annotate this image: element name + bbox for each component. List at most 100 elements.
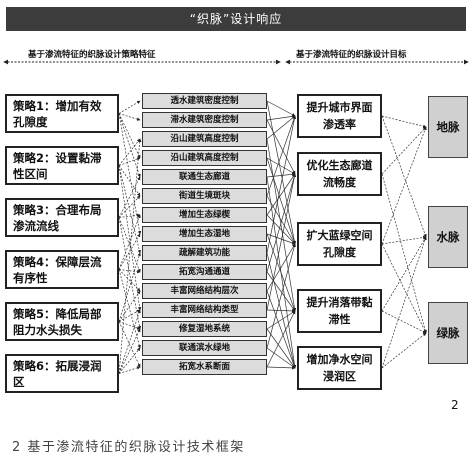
goal-5: 增加净水空间浸润区 [297,346,382,390]
strategy-2: 策略2：设置黏滞性区间 [5,146,119,185]
connector-strategy-4-measure-10 [118,269,141,274]
connector-measure-11-goal-5 [266,290,296,369]
connector-measure-7-goal-2 [266,173,296,216]
header-left: 基于渗流特征的织脉设计策略特征 [28,50,156,60]
diagram-title: “织脉”设计响应 [6,7,466,31]
goal-4: 提升消落带黏滞性 [297,289,382,333]
header-right: 基于渗流特征的织脉设计目标 [296,50,407,60]
connector-strategy-4-measure-7 [118,214,141,270]
connector-goal-3-vein-earth [381,126,427,245]
connector-measure-10-goal-2 [266,173,296,273]
connector-strategy-5-measure-15 [118,321,141,368]
connector-measure-14-goal-3 [266,243,296,349]
connector-strategy-3-measure-10 [118,217,141,273]
connector-strategy-1-measure-5 [118,113,141,178]
measure-12: 丰富网络结构类型 [142,302,267,318]
connector-strategy-1-measure-8 [118,113,142,235]
connector-strategy-6-measure-12 [118,309,141,374]
connector-measure-8-goal-3 [266,233,296,245]
connector-goal-3-vein-water [381,235,427,245]
connector-measure-1-goal-1 [266,100,296,117]
connector-strategy-2-measure-3 [118,138,141,166]
connector-measure-7-goal-3 [266,214,296,245]
connector-goal-2-vein-earth [381,126,427,175]
connector-measure-2-goal-2 [266,119,296,175]
connector-strategy-1-measure-1 [118,100,141,114]
connector-measure-12-goal-2 [266,173,297,311]
connector-measure-13-goal-4 [266,310,296,330]
connector-strategy-1-measure-4 [118,113,141,159]
connector-goal-2-vein-green [381,173,427,334]
strategy-5: 策略5：降低局部阻力水头损失 [5,302,119,341]
measure-8: 增加生态湿地 [142,226,267,242]
connector-measure-1-goal-3 [266,100,297,245]
connector-measure-6-goal-3 [266,195,296,245]
measure-13: 修复湿地系统 [142,321,267,337]
connector-strategy-6-measure-15 [118,366,141,374]
connector-strategy-3-measure-7 [118,213,141,218]
strategy-3: 策略3：合理布局渗流流线 [5,198,119,237]
vein-water: 水脉 [428,206,468,268]
connector-strategy-2-measure-6 [118,165,141,197]
measure-4: 沿山建筑高度控制 [142,150,267,166]
measure-9: 疏解建筑功能 [142,245,267,261]
connector-strategy-5-measure-11 [118,290,141,322]
connector-goal-1-vein-water [381,115,427,238]
connector-goal-4-vein-green [381,310,427,334]
connector-goal-1-vein-earth [381,115,427,128]
strategy-1: 策略1：增加有效孔隙度 [5,94,119,133]
measure-14: 联通滨水绿地 [142,340,267,356]
connector-strategy-2-measure-12 [118,165,142,311]
connector-measure-10-goal-4 [266,271,296,312]
goal-2: 优化生态廊道流畅度 [297,152,382,196]
measure-6: 街道生境斑块 [142,188,267,204]
connector-strategy-3-measure-13 [118,217,142,330]
connector-measure-11-goal-3 [266,243,296,292]
goal-3: 扩大蓝绿空间孔隙度 [297,222,382,266]
page-number: 2 [451,398,459,412]
connector-measure-13-goal-5 [266,328,296,369]
connector-measure-4-goal-3 [266,157,296,245]
connector-strategy-6-measure-3 [118,138,142,374]
goal-1: 提升城市界面渗透率 [297,94,382,138]
connector-measure-15-goal-4 [266,310,296,368]
connector-strategy-1-measure-2 [118,113,141,121]
connector-measure-4-goal-2 [266,157,296,175]
measure-15: 拓宽水系断面 [142,359,267,375]
connector-goal-4-vein-water [381,236,427,312]
connector-measure-3-goal-4 [266,138,297,312]
measure-1: 透水建筑密度控制 [142,93,267,109]
connector-strategy-5-measure-13 [118,321,141,330]
vein-green: 绿脉 [428,302,468,364]
connector-strategy-4-measure-14 [118,269,141,349]
connector-measure-12-goal-4 [266,309,296,313]
measure-5: 联通生态廊道 [142,169,267,185]
connector-strategy-5-measure-9 [118,252,141,322]
connector-measure-15-goal-5 [266,366,296,370]
connector-measure-5-goal-2 [266,172,296,178]
measure-11: 丰富网络结构层次 [142,283,267,299]
connector-measure-3-goal-1 [266,115,296,140]
connector-goal-5-vein-green [381,332,427,369]
connector-strategy-4-measure-11 [118,269,141,292]
connector-strategy-2-measure-4 [118,157,141,166]
connector-measure-14-goal-5 [266,347,296,369]
measure-2: 滞水建筑密度控制 [142,112,267,128]
measure-10: 拓宽沟通通道 [142,264,267,280]
vein-earth: 地脉 [428,96,468,158]
connector-measure-6-goal-1 [266,115,296,197]
connector-strategy-2-measure-9 [118,165,142,254]
connector-strategy-6-measure-13 [118,328,141,374]
connector-measure-9-goal-1 [266,115,297,254]
connector-strategy-3-measure-6 [118,195,141,218]
strategy-6: 策略6：拓展浸润区 [5,354,119,393]
connector-measure-8-goal-4 [266,233,296,312]
connector-strategy-3-measure-5 [118,176,141,218]
connector-strategy-5-measure-12 [118,309,141,322]
figure-caption: 2 基于渗流特征的织脉设计技术框架 [12,440,245,455]
measure-3: 沿山建筑高度控制 [142,131,267,147]
strategy-4: 策略4：保障层流有序性 [5,250,119,289]
measure-7: 增加生态绿楔 [142,207,267,223]
